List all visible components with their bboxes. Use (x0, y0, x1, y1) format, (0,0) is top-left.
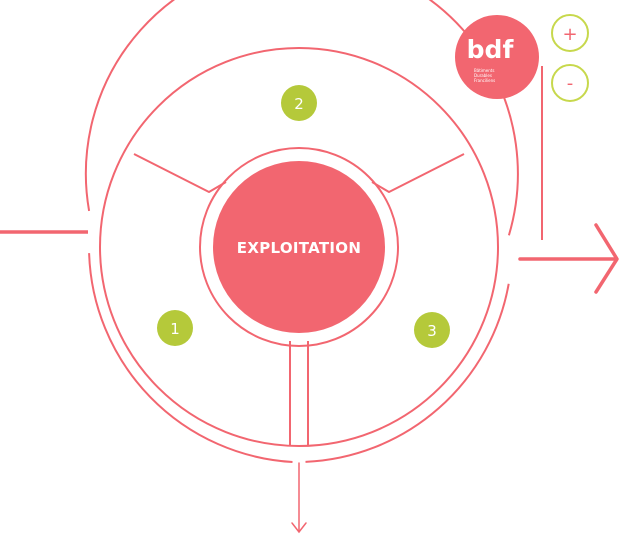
zoom-out-button[interactable]: - (551, 64, 589, 102)
step-number-3: 3 (427, 322, 437, 340)
step-badge-2[interactable]: 2 (281, 85, 317, 121)
zoom-in-label: + (562, 24, 577, 45)
step-badge-1[interactable]: 1 (157, 310, 193, 346)
bdf-logo: bdf Bâtiments Durables Franciliens (455, 15, 539, 99)
step-number-2: 2 (294, 95, 304, 113)
zoom-out-label: - (567, 73, 574, 94)
center-label: EXPLOITATION (237, 239, 361, 257)
logo-subtitle-line-3: Franciliens (474, 78, 495, 83)
step-badge-3[interactable]: 3 (414, 312, 450, 348)
outgoing-arrow-right (518, 223, 619, 294)
downward-arrow (291, 462, 307, 534)
logo-subtitle-line-2: Durables (474, 73, 492, 78)
logo-subtitle-line-1: Bâtiments (474, 68, 494, 73)
inner-ring (199, 147, 399, 347)
step-number-1: 1 (170, 320, 180, 338)
logo-wordmark: bdf (467, 35, 515, 64)
center-circle (213, 161, 385, 333)
outer-ring (84, 0, 519, 463)
zoom-in-button[interactable]: + (551, 14, 589, 52)
